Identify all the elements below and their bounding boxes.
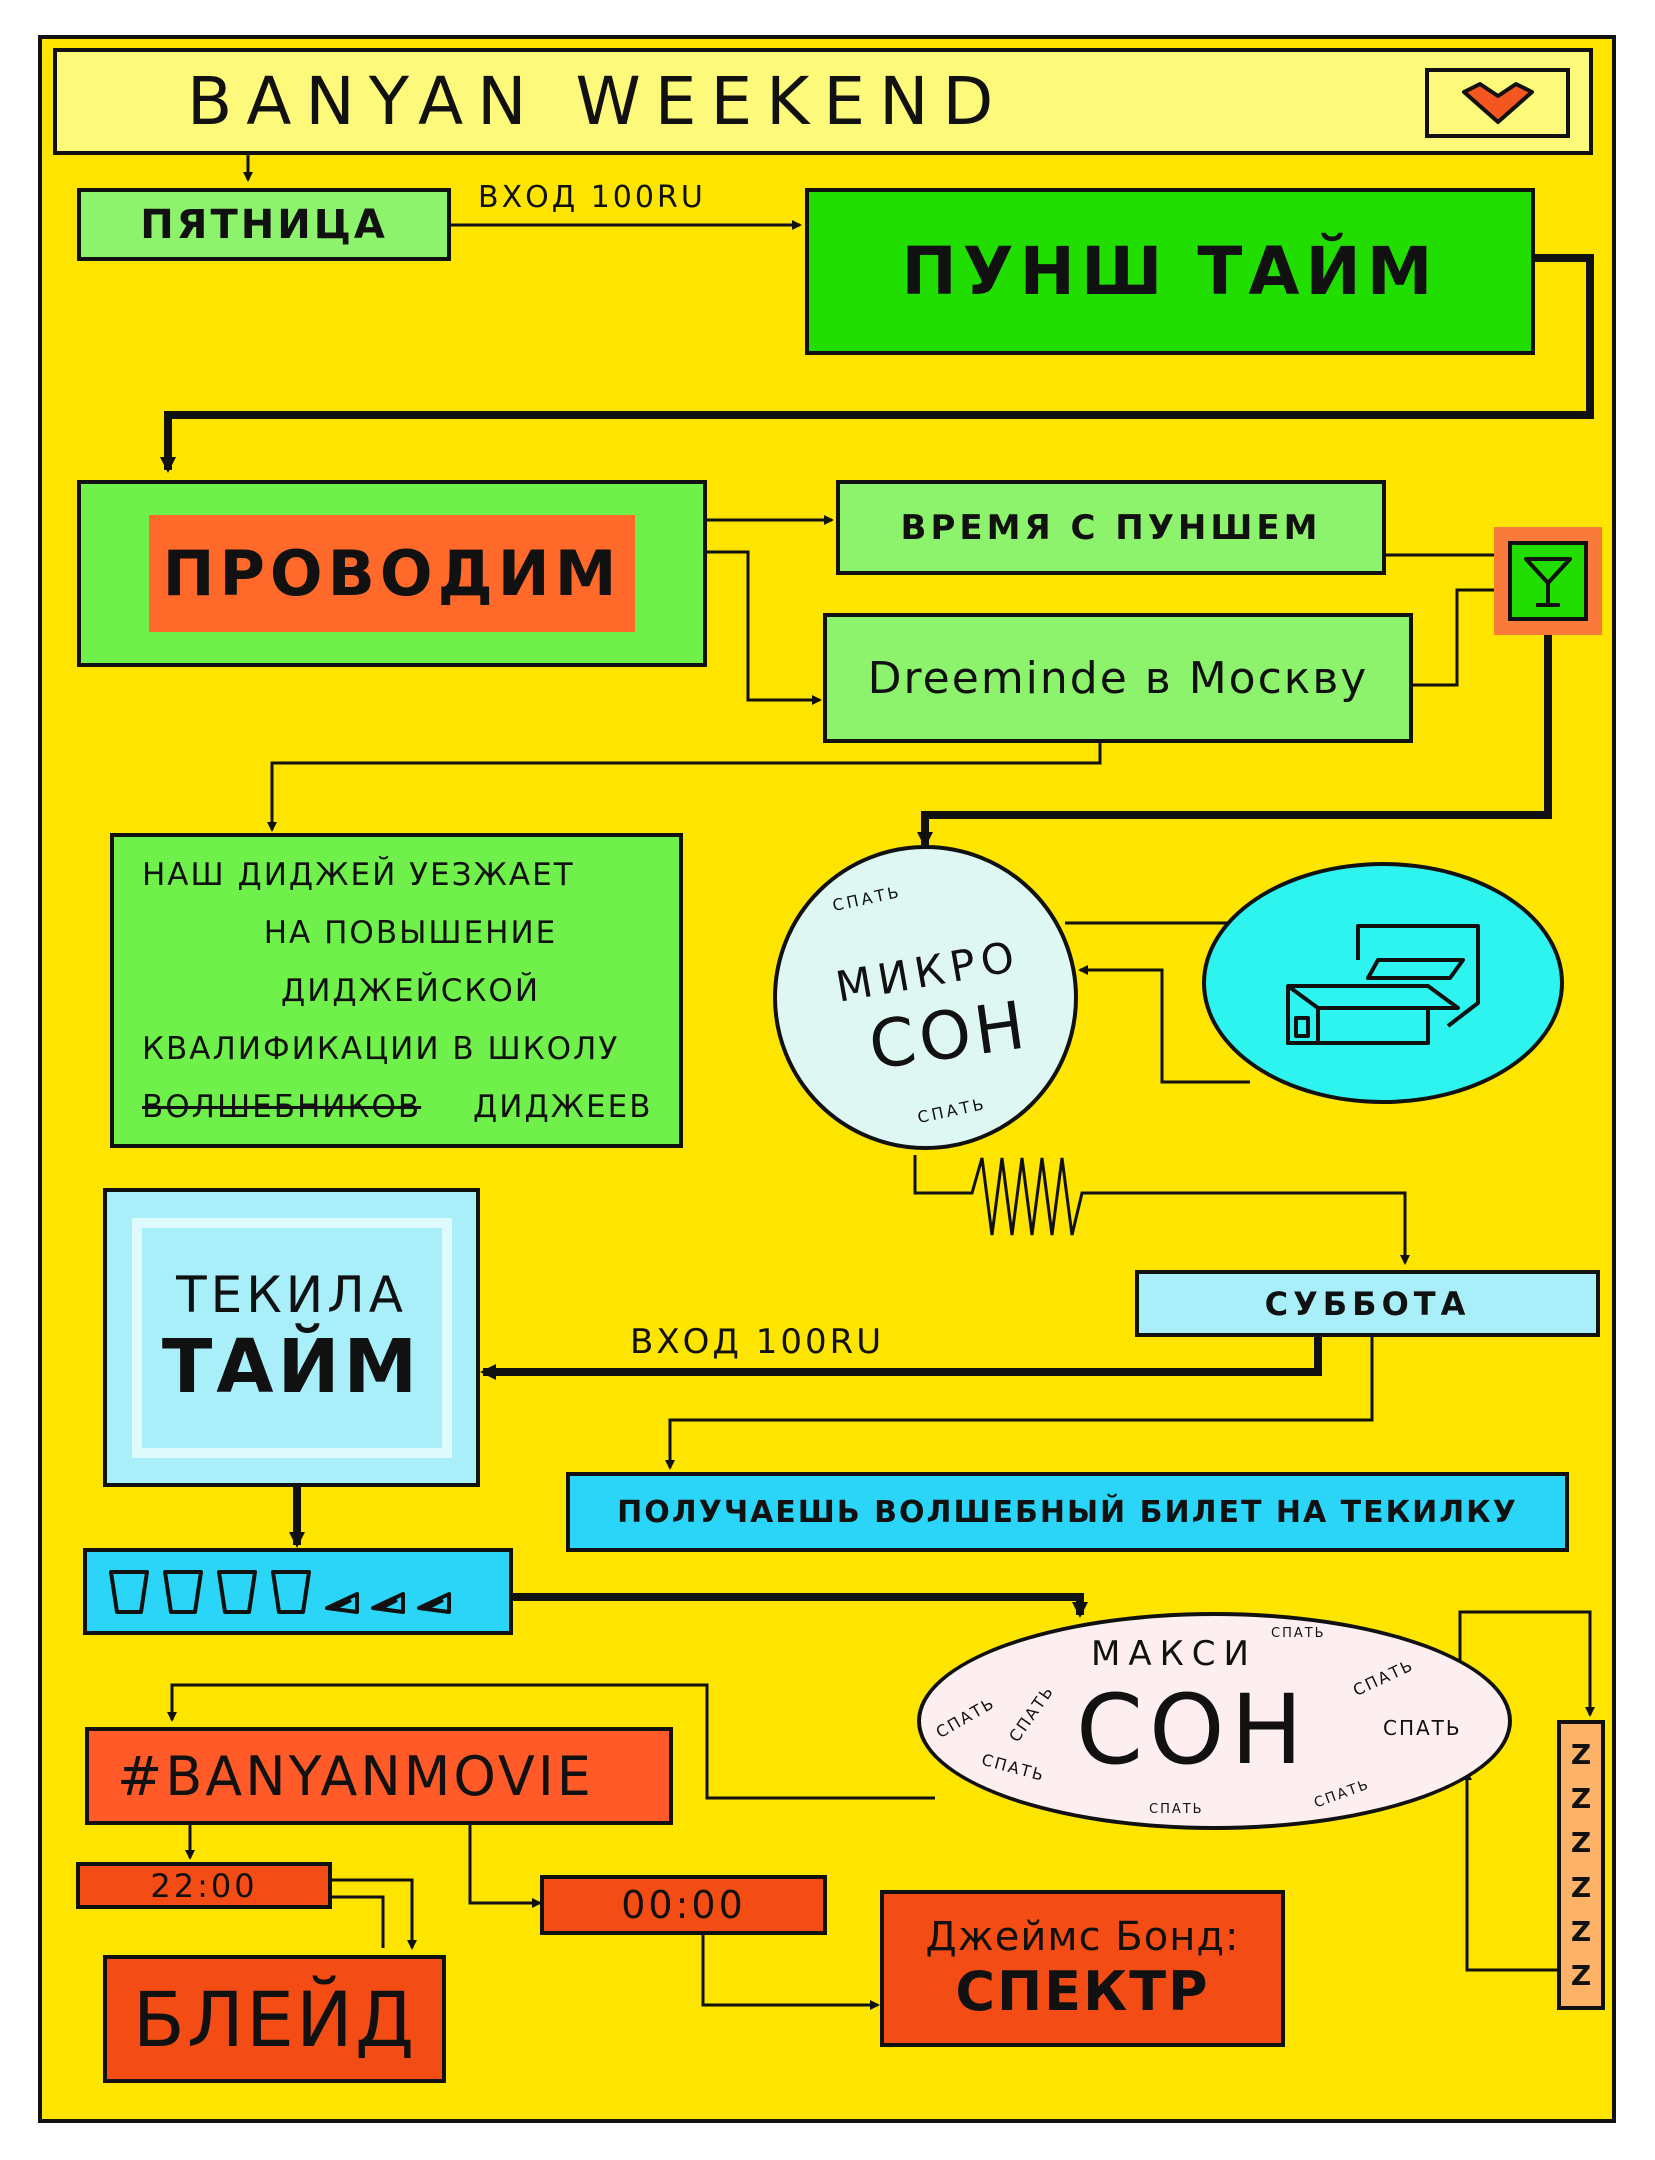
dj-note-struck-word: ВОЛШЕБНИКОВ [142, 1088, 422, 1125]
micro-sleep-circle: СПАТЬ МИКРО СОН СПАТЬ [773, 845, 1078, 1150]
bed-oval [1202, 862, 1564, 1104]
send-off-label: ПРОВОДИМ [162, 537, 622, 610]
friday-label: ПЯТНИЦА [140, 201, 388, 248]
tequila-line-2: ТАЙМ [161, 1323, 422, 1410]
bond-line-2: СПЕКТР [955, 1960, 1210, 2023]
zzz-box: Z Z Z Z Z Z [1557, 1720, 1605, 2010]
friday-box: ПЯТНИЦА [77, 188, 451, 261]
micro-sleep-word-top: СПАТЬ [830, 881, 904, 916]
cocktail-badge [1494, 527, 1602, 635]
maxi-sleep-word-4: СПАТЬ [1271, 1626, 1326, 1641]
blade-box: БЛЕЙД [103, 1955, 446, 2083]
tequila-inner-frame: ТЕКИЛА ТАЙМ [131, 1217, 452, 1458]
zzz-letter: Z [1570, 1781, 1592, 1815]
title-text: BANYAN WEEKEND [187, 63, 1008, 140]
send-off-highlight: ПРОВОДИМ [148, 515, 636, 632]
ticket-box: ПОЛУЧАЕШЬ ВОЛШЕБНЫЙ БИЛЕТ НА ТЕКИЛКУ [566, 1472, 1569, 1552]
time-2200-label: 22:00 [150, 1866, 258, 1905]
dj-note-line-4: ВОЛШЕБНИКОВ ДИДЖЕЕВ [142, 1078, 653, 1136]
zzz-letter: Z [1570, 1870, 1592, 1904]
shots-box [83, 1548, 513, 1635]
dj-note-line-4-end: ДИДЖЕЕВ [473, 1088, 653, 1125]
heart-badge[interactable] [1425, 68, 1570, 138]
ticket-label: ПОЛУЧАЕШЬ ВОЛШЕБНЫЙ БИЛЕТ НА ТЕКИЛКУ [617, 1494, 1518, 1530]
zzz-letter: Z [1570, 1737, 1592, 1771]
dj-note-line-3: КВАЛИФИКАЦИИ В ШКОЛУ [142, 1030, 620, 1067]
dj-note-box: НАШ ДИДЖЕЙ УЕЗЖАЕТ НА ПОВЫШЕНИЕ ДИДЖЕЙСК… [110, 833, 683, 1148]
punch-time-box: ПУНШ ТАЙМ [805, 188, 1535, 355]
time-0000-label: 00:00 [621, 1883, 746, 1927]
saturday-box: СУББОТА [1135, 1270, 1600, 1337]
maxi-sleep-word-5: СПАТЬ [1350, 1655, 1417, 1700]
send-off-box: ПРОВОДИМ [77, 480, 707, 667]
tequila-line-1: ТЕКИЛА [176, 1265, 407, 1324]
maxi-sleep-word-1: СПАТЬ [932, 1693, 999, 1742]
heart-icon [1461, 82, 1534, 124]
maxi-sleep-top: МАКСИ [1091, 1634, 1257, 1674]
friday-entry-label: ВХОД 100RU [478, 180, 706, 215]
saturday-label: СУББОТА [1264, 1284, 1471, 1323]
time-with-punch-box: ВРЕМЯ С ПУНШЕМ [836, 480, 1386, 575]
bond-line-1: Джеймс Бонд: [925, 1914, 1240, 1960]
maxi-sleep-word-6: СПАТЬ [1383, 1716, 1462, 1740]
tequila-shots-icon [109, 1569, 451, 1614]
bond-box: Джеймс Бонд: СПЕКТР [880, 1890, 1285, 2047]
bed-icon [1286, 924, 1480, 1045]
micro-sleep-word-bottom: СПАТЬ [915, 1093, 989, 1128]
maxi-sleep-word-8: СПАТЬ [1149, 1802, 1204, 1817]
punch-time-label: ПУНШ ТАЙМ [901, 233, 1439, 310]
tequila-time-box: ТЕКИЛА ТАЙМ [103, 1188, 480, 1487]
saturday-entry-label: ВХОД 100RU [630, 1322, 885, 1362]
blade-label: БЛЕЙД [132, 1974, 417, 2064]
maxi-sleep-word-2: СПАТЬ [1005, 1681, 1058, 1746]
maxi-sleep-word-7: СПАТЬ [1312, 1776, 1373, 1812]
zzz-letter: Z [1570, 1959, 1592, 1993]
cocktail-glass-icon [1524, 557, 1572, 607]
banyan-movie-tag: #BANYANMOVIE [117, 1744, 594, 1808]
zzz-letter: Z [1570, 1826, 1592, 1860]
time-2200-box: 22:00 [76, 1862, 332, 1909]
dj-note-line-1: НАШ ДИДЖЕЙ УЕЗЖАЕТ [142, 856, 575, 893]
title-bar: BANYAN WEEKEND [53, 48, 1593, 155]
cocktail-inner [1508, 541, 1588, 621]
maxi-sleep-word-3: СПАТЬ [979, 1749, 1048, 1786]
banyan-movie-box: #BANYANMOVIE [85, 1727, 673, 1825]
dreeminde-box: Dreeminde в Москву [823, 613, 1413, 743]
dreeminde-label: Dreeminde в Москву [867, 652, 1369, 704]
maxi-sleep-main: СОН [1076, 1674, 1309, 1786]
zzz-letter: Z [1570, 1914, 1592, 1948]
maxi-sleep-oval: МАКСИ СОН СПАТЬ СПАТЬ СПАТЬ СПАТЬ СПАТЬ … [917, 1612, 1512, 1830]
time-with-punch-label: ВРЕМЯ С ПУНШЕМ [900, 507, 1322, 548]
time-0000-box: 00:00 [540, 1875, 827, 1935]
dj-note-line-2: НА ПОВЫШЕНИЕ ДИДЖЕЙСКОЙ [263, 914, 558, 1009]
